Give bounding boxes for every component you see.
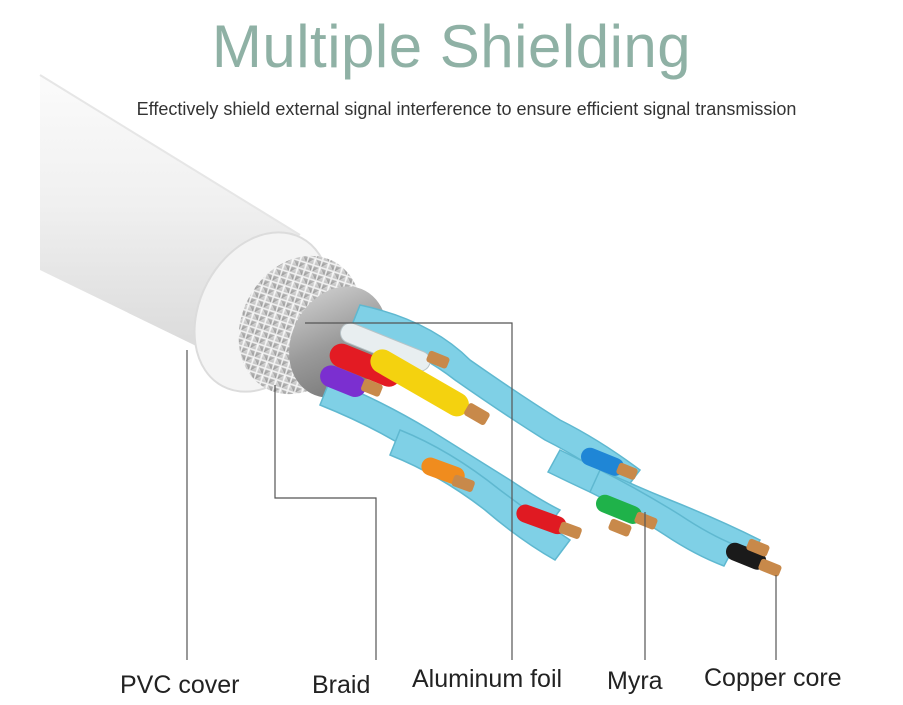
label-aluminum-foil: Aluminum foil — [412, 665, 563, 693]
leader-line-aluminum-foil — [305, 322, 513, 660]
leader-line-braid — [274, 385, 377, 660]
label-myra: Myra — [607, 667, 663, 695]
wire-blue — [580, 447, 638, 480]
subtitle: Effectively shield external signal inter… — [136, 99, 797, 119]
title: Multiple Shielding — [211, 13, 692, 80]
wire-black — [725, 538, 782, 577]
label-pvc-cover: PVC cover — [120, 671, 240, 699]
wire-white — [340, 322, 450, 372]
wire-yellow — [370, 349, 490, 426]
colored-conductors — [320, 322, 782, 577]
wire-orange — [421, 457, 475, 492]
wire-green — [595, 494, 658, 537]
wire-purple — [320, 365, 383, 398]
label-copper-core: Copper core — [704, 664, 842, 692]
wire-red-2 — [516, 504, 582, 539]
label-braid: Braid — [312, 671, 371, 699]
